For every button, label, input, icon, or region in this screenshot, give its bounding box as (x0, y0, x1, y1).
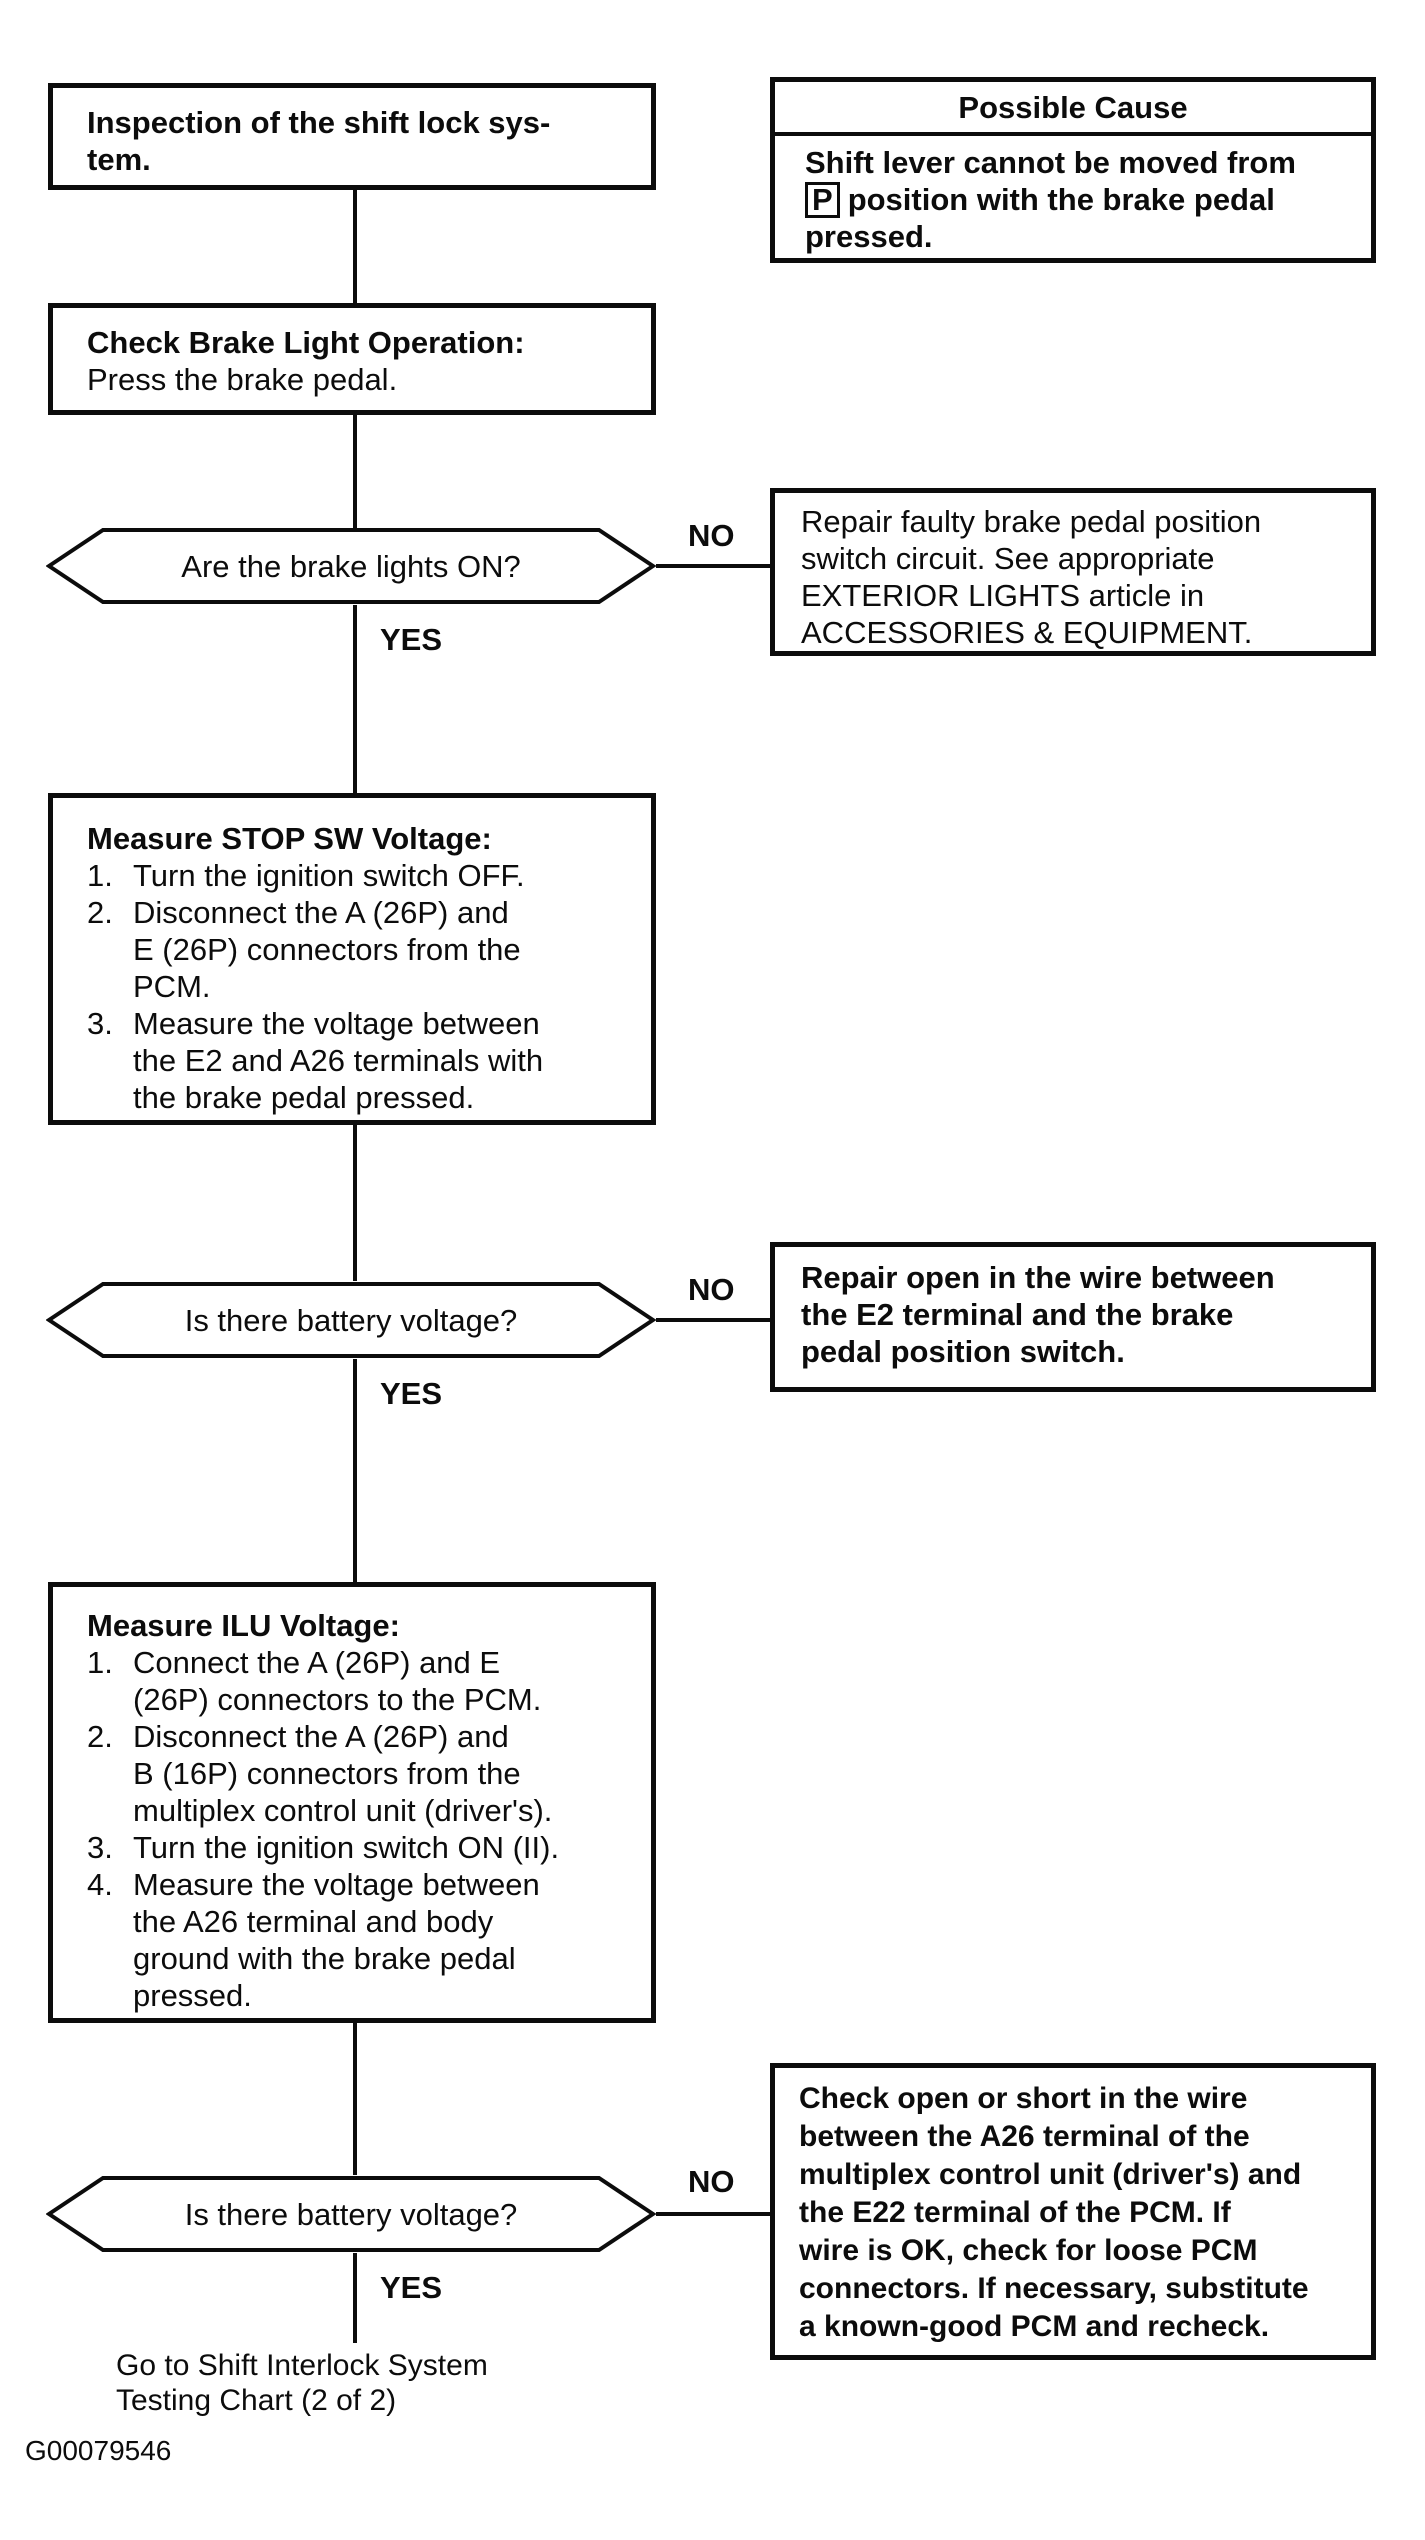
connector-no-branch-3 (656, 2212, 770, 2216)
connector-no-branch-1 (656, 564, 770, 568)
connector-step3-to-decision3 (353, 2023, 357, 2175)
connector-start-to-step1 (353, 188, 357, 305)
ilu-item-1-text: Connect the A (26P) and E(26P) connector… (133, 1645, 542, 1717)
ilu-item-1: 1. Connect the A (26P) and E(26P) connec… (87, 1644, 631, 1718)
yes-label-1: YES (380, 622, 443, 657)
possible-cause-line-2-text: position with the brake pedal (847, 182, 1275, 217)
connector-step2-to-decision2 (353, 1125, 357, 1281)
yes-label-2: YES (380, 1376, 443, 1411)
step-measure-stop-sw-box: Measure STOP SW Voltage: 1. Turn the ign… (48, 793, 656, 1125)
decision-brake-lights-hexagon: Are the brake lights ON? (46, 527, 656, 605)
possible-cause-line-1: Shift lever cannot be moved from (805, 145, 1296, 180)
hexagon-shape-icon (46, 528, 656, 604)
ilu-item-3: 3. Turn the ignition switch ON (II). (87, 1829, 631, 1866)
stop-sw-item-1-num: 1. (87, 858, 113, 893)
possible-cause-line-3: pressed. (805, 219, 933, 254)
hexagon-shape-icon (46, 2176, 656, 2252)
ilu-item-3-text: Turn the ignition switch ON (II). (133, 1830, 560, 1865)
decision-battery-voltage-1-hexagon: Is there battery voltage? (46, 1281, 656, 1359)
step-measure-ilu-heading: Measure ILU Voltage: (87, 1608, 400, 1643)
figure-id: G00079546 (25, 2435, 172, 2466)
stop-sw-item-3-num: 3. (87, 1006, 113, 1041)
decision-battery-voltage-2-question: Is there battery voltage? (184, 2196, 518, 2232)
ilu-item-1-num: 1. (87, 1645, 113, 1680)
possible-cause-box: Possible Cause Shift lever cannot be mov… (770, 77, 1376, 263)
decision-battery-voltage-2-hexagon: Is there battery voltage? (46, 2175, 656, 2253)
connector-decision2-to-step3 (353, 1359, 357, 1582)
ilu-item-4-num: 4. (87, 1867, 113, 1902)
start-box-line: Inspection of the shift lock sys-tem. (87, 105, 551, 177)
step-measure-stop-sw-heading: Measure STOP SW Voltage: (87, 821, 492, 856)
stop-sw-item-2-num: 2. (87, 895, 113, 930)
step-check-brake-light-body: Press the brake pedal. (87, 362, 398, 397)
hexagon-shape-icon (46, 1282, 656, 1358)
no-label-2: NO (688, 1272, 735, 1307)
stop-sw-item-1: 1. Turn the ignition switch OFF. (87, 857, 631, 894)
no-label-3: NO (688, 2164, 735, 2199)
stop-sw-item-1-text: Turn the ignition switch OFF. (133, 858, 525, 893)
yes-label-3: YES (380, 2270, 443, 2305)
connector-decision1-to-step2 (353, 605, 357, 793)
connector-no-branch-2 (656, 1318, 770, 1322)
ilu-item-3-num: 3. (87, 1830, 113, 1865)
step-measure-ilu-box: Measure ILU Voltage: 1. Connect the A (2… (48, 1582, 656, 2023)
decision-brake-lights-question: Are the brake lights ON? (181, 548, 521, 584)
connector-step1-to-decision1 (353, 413, 357, 528)
ilu-item-2-num: 2. (87, 1719, 113, 1754)
no-label-1: NO (688, 518, 735, 553)
start-box: Inspection of the shift lock sys-tem. (48, 83, 656, 190)
step-check-brake-light-heading: Check Brake Light Operation: (87, 325, 525, 360)
possible-cause-title: Possible Cause (775, 82, 1371, 136)
step-check-brake-light-box: Check Brake Light Operation: Press the b… (48, 303, 656, 415)
connector-decision3-to-footer (353, 2253, 357, 2343)
decision-battery-voltage-1-question: Is there battery voltage? (184, 1302, 518, 1338)
park-position-icon: P (805, 182, 840, 218)
